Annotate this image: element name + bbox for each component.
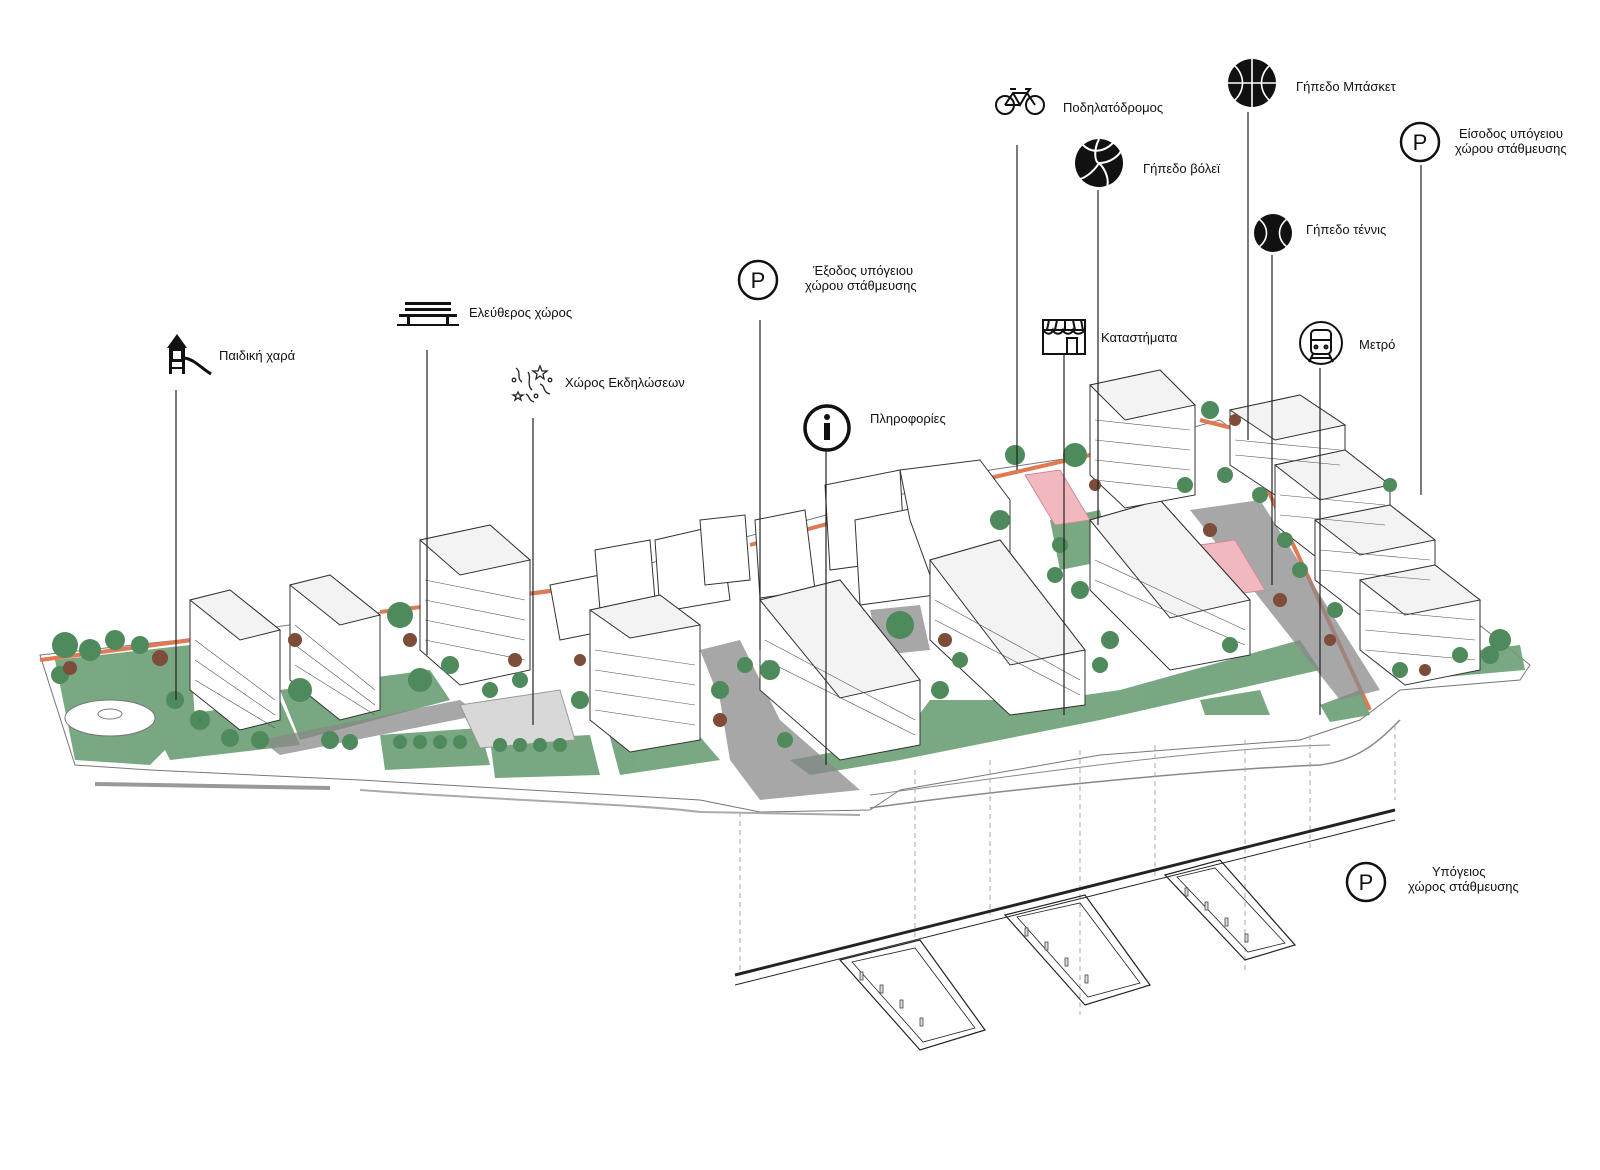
playground-slide-icon (167, 334, 212, 376)
leader-lines (175, 112, 1422, 765)
playground-area (64, 699, 156, 737)
front-road-line (94, 782, 331, 790)
front-road-curve (359, 789, 861, 816)
label-metro: Μετρό (1359, 337, 1396, 352)
underground-parking-structure (734, 808, 1396, 1051)
label-volleyball: Γήπεδο βόλεϊ (1143, 161, 1220, 176)
bicycle-icon (995, 88, 1045, 115)
label-playground: Παιδική χαρά (219, 348, 296, 363)
label-underground-parking: Υπόγειος χώρος στάθμευσης (1408, 864, 1519, 894)
buildings (188, 369, 1482, 761)
label-basketball: Γήπεδο Μπάσκετ (1296, 79, 1396, 94)
label-open-space: Ελεύθερος χώρος (469, 305, 573, 320)
parking-columns (859, 887, 1249, 1027)
label-info: Πληροφορίες (870, 411, 946, 426)
parking-p-icon: P (1345, 861, 1387, 903)
volleyball-icon (1075, 138, 1123, 188)
label-parking-exit-line2: χώρου στάθμευσης (805, 278, 917, 293)
svg-text:P: P (1359, 870, 1374, 895)
trees (51, 401, 1511, 752)
label-bike-path: Ποδηλατόδρομος (1063, 100, 1164, 115)
metro-train-icon (1299, 321, 1343, 365)
label-underground-parking-line1: Υπόγειος (1432, 864, 1486, 879)
label-parking-entrance: Είσοδος υπόγειου χώρου στάθμευσης (1455, 126, 1567, 156)
parking-p-icon: P (1399, 121, 1441, 163)
label-parking-exit: Έξοδος υπόγειου χώρου στάθμευσης (805, 263, 917, 293)
confetti-icon (510, 364, 553, 403)
label-events-space: Χώρος Εκδηλώσεων (565, 375, 685, 390)
parking-projection-lines (739, 725, 1396, 1015)
info-i-icon (803, 404, 851, 452)
tennis-ball-icon (1254, 214, 1292, 252)
label-parking-exit-line1: Έξοδος υπόγειου (813, 263, 914, 278)
svg-text:P: P (1413, 130, 1428, 155)
label-parking-entrance-line1: Είσοδος υπόγειου (1459, 126, 1563, 141)
parking-p-icon: P (737, 259, 779, 301)
park-bench-icon (397, 302, 459, 326)
storefront-icon (1042, 319, 1086, 355)
waterfront-curve (869, 719, 1401, 809)
events-plaza (459, 689, 576, 749)
svg-text:P: P (751, 268, 766, 293)
label-underground-parking-line2: χώρος στάθμευσης (1408, 879, 1519, 894)
facade-lines (194, 419, 1476, 736)
waterfront-curve-2 (869, 744, 1331, 796)
label-shops: Καταστήματα (1101, 330, 1178, 345)
basketball-icon (1228, 59, 1276, 107)
label-parking-entrance-line2: χώρου στάθμευσης (1455, 141, 1567, 156)
label-tennis: Γήπεδο τέννις (1306, 222, 1387, 237)
